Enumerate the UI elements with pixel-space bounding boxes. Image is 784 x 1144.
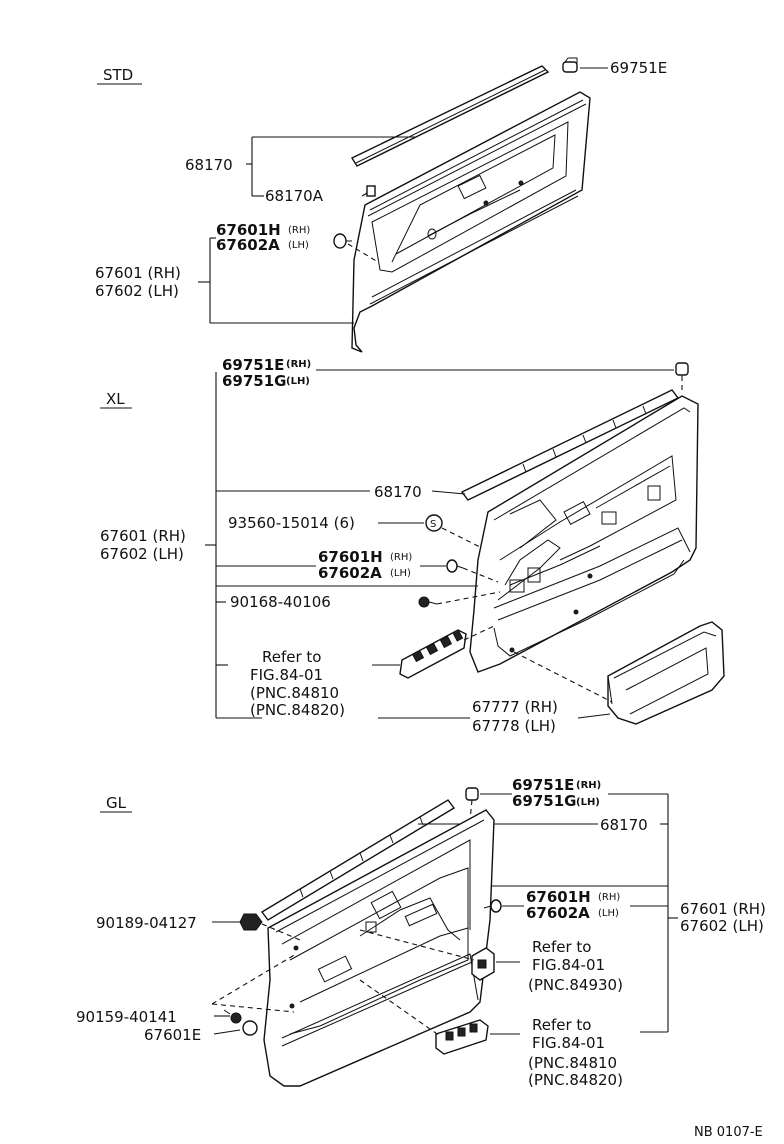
std-door-panel-part — [351, 91, 591, 353]
xl-switch-dash — [463, 625, 495, 641]
std-label-68170: 68170 — [185, 156, 233, 174]
xl-refer-line-4: (PNC.84820) — [250, 701, 345, 719]
gl-refer-a-line-1: Refer to — [532, 938, 591, 956]
std-label-67602a: 67602A — [216, 236, 280, 254]
xl-bolt-dash — [436, 591, 501, 605]
gl-door-panel-part — [263, 809, 495, 1087]
std-clip-69751e-part — [562, 57, 578, 73]
xl-pocket-part — [607, 621, 725, 725]
xl-refer-line-2: FIG.84-01 — [250, 666, 323, 684]
gl-90189-dash — [261, 923, 301, 941]
gl-leader-board — [478, 793, 678, 1033]
std-weatherstrip-68170-part — [350, 65, 550, 167]
xl-heading: XL — [106, 390, 125, 408]
gl-heading: GL — [106, 794, 127, 812]
xl-label-board-lh: 67602 (LH) — [100, 545, 184, 563]
xl-clip-67601h-dash — [462, 567, 499, 583]
gl-label-67602a: 67602A — [526, 904, 590, 922]
xl-label-pocket-lh: 67778 (LH) — [472, 717, 556, 735]
gl-screw-90159-part — [223, 1009, 242, 1024]
gl-refer-b-line-2: FIG.84-01 — [532, 1034, 605, 1052]
std-label-67601h-rh: (RH) — [288, 225, 310, 236]
xl-label-clip-e-rh: (RH) — [286, 359, 311, 370]
xl-label-clip-e: 69751E — [222, 356, 284, 374]
gl-leader-67601e — [213, 1029, 241, 1035]
gl-label-67601h: 67601H — [526, 888, 591, 906]
gl-switch-84930-part — [471, 947, 495, 981]
gl-label-clip-e-rh: (RH) — [576, 780, 601, 791]
xl-section: XL 69751E (RH) 69751G (LH) — [100, 356, 725, 735]
gl-label-67602a-lh: (LH) — [598, 908, 619, 919]
gl-label-clip-g-lh: (LH) — [576, 797, 600, 808]
gl-label-67601e: 67601E — [144, 1026, 201, 1044]
std-label-67601h: 67601H — [216, 221, 281, 239]
xl-label-67602a-lh: (LH) — [390, 568, 411, 579]
xl-label-clip-g-lh: (LH) — [286, 376, 310, 387]
gl-switch-a-dash — [359, 929, 475, 961]
xl-label-68170: 68170 — [374, 483, 422, 501]
gl-label-67601h-rh: (RH) — [598, 892, 620, 903]
gl-refer-b-line-3: (PNC.84810 — [528, 1054, 617, 1072]
gl-refer-a-line-2: FIG.84-01 — [532, 956, 605, 974]
gl-switch-84810-part — [435, 1019, 489, 1055]
gl-label-board-lh: 67602 (LH) — [680, 917, 764, 935]
xl-refer-line-1: Refer to — [262, 648, 321, 666]
gl-clip-69751-part — [465, 787, 479, 801]
xl-label-clip-g: 69751G — [222, 372, 287, 390]
gl-screw-dash — [211, 953, 297, 1013]
xl-label-pocket-rh: 67777 (RH) — [472, 698, 558, 716]
gl-clip-67601h-part — [483, 899, 502, 913]
gl-label-68170: 68170 — [600, 816, 648, 834]
gl-label-90189: 90189-04127 — [96, 914, 197, 932]
xl-label-67602a: 67602A — [318, 564, 382, 582]
std-label-board-rh: 67601 (RH) — [95, 264, 181, 282]
std-section: STD 69751E — [95, 57, 667, 353]
gl-label-90159: 90159-40141 — [76, 1008, 177, 1026]
xl-clip-69751-part — [675, 362, 689, 376]
xl-clip-67601h-part — [446, 559, 464, 573]
xl-refer-line-3: (PNC.84810 — [250, 684, 339, 702]
gl-label-board-rh: 67601 (RH) — [680, 900, 766, 918]
std-clip-68170a-part — [366, 185, 376, 197]
xl-label-67601h-rh: (RH) — [390, 552, 412, 563]
std-clip-dash — [347, 243, 379, 263]
gl-clip-90189-part — [239, 913, 263, 931]
xl-leader-board — [205, 372, 478, 719]
gl-refer-a-line-3: (PNC.84930) — [528, 976, 623, 994]
gl-refer-b-line-4: (PNC.84820) — [528, 1071, 623, 1089]
std-clip-67601h-part — [333, 233, 352, 249]
gl-clip-dash — [469, 799, 473, 821]
xl-label-screw: 93560-15014 (6) — [228, 514, 355, 532]
std-label-67602a-lh: (LH) — [288, 240, 309, 251]
std-label-board-lh: 67602 (LH) — [95, 282, 179, 300]
gl-section: GL 69751E (RH) 69751G (LH) 67601 (RH) 67… — [76, 776, 766, 1089]
gl-label-clip-e: 69751E — [512, 776, 574, 794]
xl-label-bolt: 90168-40106 — [230, 593, 331, 611]
gl-label-clip-g: 69751G — [512, 792, 577, 810]
xl-label-board-rh: 67601 (RH) — [100, 527, 186, 545]
gl-cap-67601e-part — [242, 1020, 258, 1036]
xl-leader-68170-b — [431, 490, 466, 495]
gl-refer-b-line-1: Refer to — [532, 1016, 591, 1034]
xl-door-panel-part — [469, 395, 699, 673]
xl-leader-pocket — [577, 713, 611, 719]
xl-screw-symbol: S — [430, 519, 436, 530]
xl-label-67601h: 67601H — [318, 548, 383, 566]
std-label-68170a: 68170A — [265, 187, 324, 205]
xl-pocket-dash — [513, 651, 613, 703]
std-label-69751e: 69751E — [610, 59, 667, 77]
std-leader-68170 — [246, 136, 415, 197]
xl-screw-symbol-circle — [425, 514, 443, 532]
std-leader-board — [198, 237, 354, 324]
xl-screw-dash — [441, 527, 483, 549]
gl-switch-b-dash — [359, 979, 441, 1037]
std-heading: STD — [103, 66, 133, 84]
footer-code: NB 0107-E — [694, 1125, 763, 1140]
xl-bolt-part — [418, 596, 438, 608]
xl-switch-panel-part — [399, 629, 467, 679]
